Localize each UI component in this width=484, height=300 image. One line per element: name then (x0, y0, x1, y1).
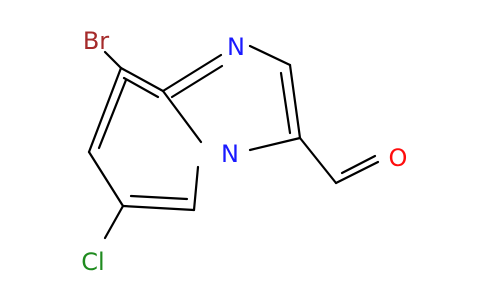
atom-label-br: Br (83, 27, 109, 55)
bond-c5-c6-inner (129, 194, 189, 201)
bond-c2-c3-inner (279, 71, 292, 135)
bond-c2-c3 (288, 63, 302, 140)
bond-c7-c8 (87, 66, 123, 154)
bond-cho-o-inner (340, 154, 377, 175)
bond-n4-c5 (192, 165, 200, 212)
bond-c5-c6 (121, 204, 196, 212)
bond-c8-br (103, 50, 123, 70)
bond-c3-n4 (248, 136, 302, 152)
atom-label-cl: Cl (81, 248, 104, 276)
bond-c8a-n4 (161, 89, 203, 144)
bond-c7-c8-inner (97, 78, 128, 150)
atom-label-o: O (389, 144, 408, 172)
bond-c8a-n1 (161, 53, 223, 93)
bond-c6-cl (103, 204, 125, 240)
atom-label-n-bridge: N (221, 140, 239, 168)
atom-label-n-imine: N (227, 33, 245, 61)
bond-c8a-n1-inner (170, 64, 224, 99)
bond-n1-c2 (248, 44, 292, 67)
bond-c8-c8a-inner (122, 76, 160, 99)
bond-c8-c8a (119, 66, 165, 93)
bond-c6-c7 (87, 150, 125, 208)
bond-cho-o (334, 160, 380, 185)
bond-c3-cho (298, 136, 338, 185)
